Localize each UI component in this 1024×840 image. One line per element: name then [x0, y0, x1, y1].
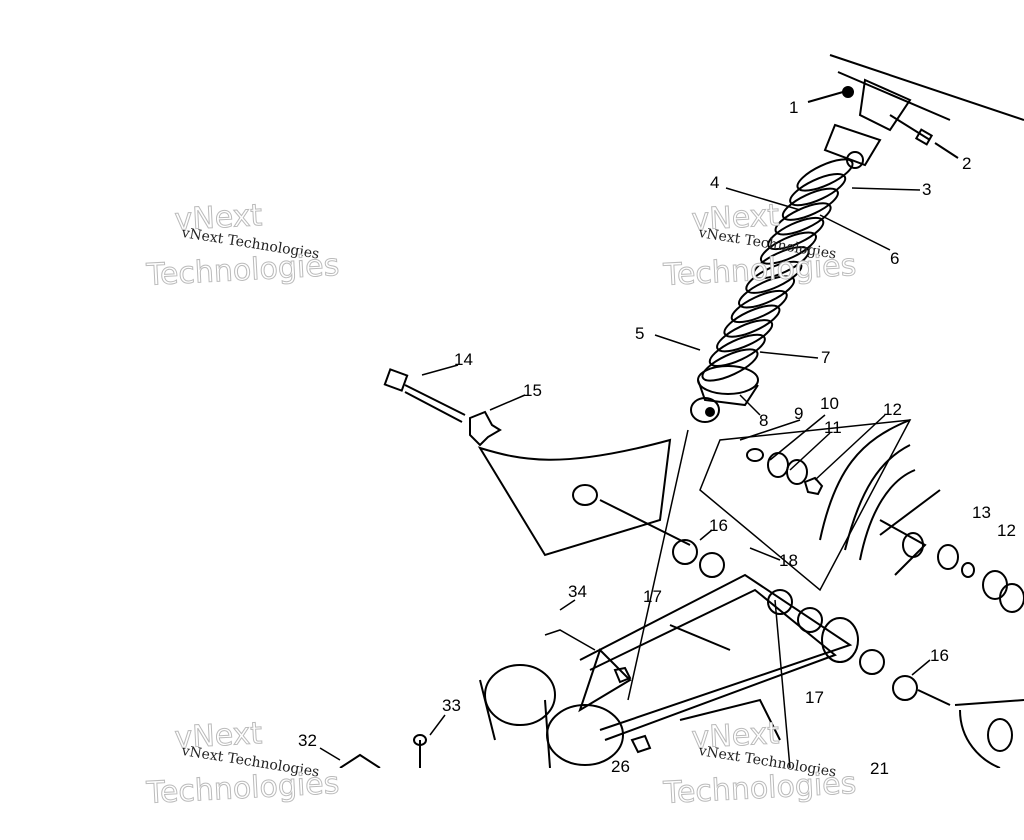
callout-5: 5	[635, 324, 645, 343]
spring-coil	[789, 173, 847, 207]
spring-coil	[759, 231, 817, 265]
callout-8: 8	[759, 411, 769, 430]
watermark-big-2: Technologies	[662, 765, 858, 811]
spring-coil	[723, 304, 781, 338]
callout-16b: 16	[930, 646, 949, 665]
callout-21: 21	[870, 759, 889, 778]
callout-2: 2	[962, 154, 972, 173]
watermark-big-2: Technologies	[145, 765, 341, 811]
right-bracket	[954, 699, 1024, 768]
callout-12b: 12	[997, 521, 1016, 540]
spring-coil	[716, 319, 774, 353]
callout-33: 33	[442, 696, 461, 715]
callout-14: 14	[454, 350, 473, 369]
spring-coil	[752, 246, 810, 280]
spring-coil	[738, 275, 796, 309]
callout-18: 18	[779, 551, 798, 570]
spring-coil	[745, 260, 803, 294]
spring-coil	[701, 348, 759, 382]
bushings	[672, 539, 951, 706]
callout-11: 11	[824, 418, 842, 437]
fender	[819, 419, 1024, 613]
spring-coil	[708, 333, 766, 367]
callout-10: 10	[820, 394, 839, 413]
spring-coil	[796, 158, 854, 192]
spring-coil	[781, 187, 839, 221]
spring-coil	[767, 216, 825, 251]
frame-bracket	[807, 54, 1024, 159]
callout-17b: 17	[805, 688, 824, 707]
a-arm	[339, 573, 859, 768]
callout-1: 1	[789, 98, 799, 117]
callout-26: 26	[611, 757, 630, 776]
callout-9: 9	[794, 404, 804, 423]
callout-16: 16	[709, 516, 728, 535]
callout-7: 7	[821, 348, 831, 367]
callout-3: 3	[922, 180, 932, 199]
callout-32: 32	[298, 731, 317, 750]
callout-13: 13	[972, 503, 991, 522]
callout-17: 17	[643, 587, 662, 606]
spring-coil	[730, 289, 788, 324]
callout-15: 15	[523, 381, 542, 400]
cover-bolt-knob	[383, 368, 691, 557]
shock-absorber	[690, 123, 882, 423]
parts-drawing	[319, 54, 1024, 768]
callout-12: 12	[883, 400, 902, 419]
callout-34: 34	[568, 582, 587, 601]
callout-6: 6	[890, 249, 900, 268]
callout-4: 4	[710, 173, 720, 192]
